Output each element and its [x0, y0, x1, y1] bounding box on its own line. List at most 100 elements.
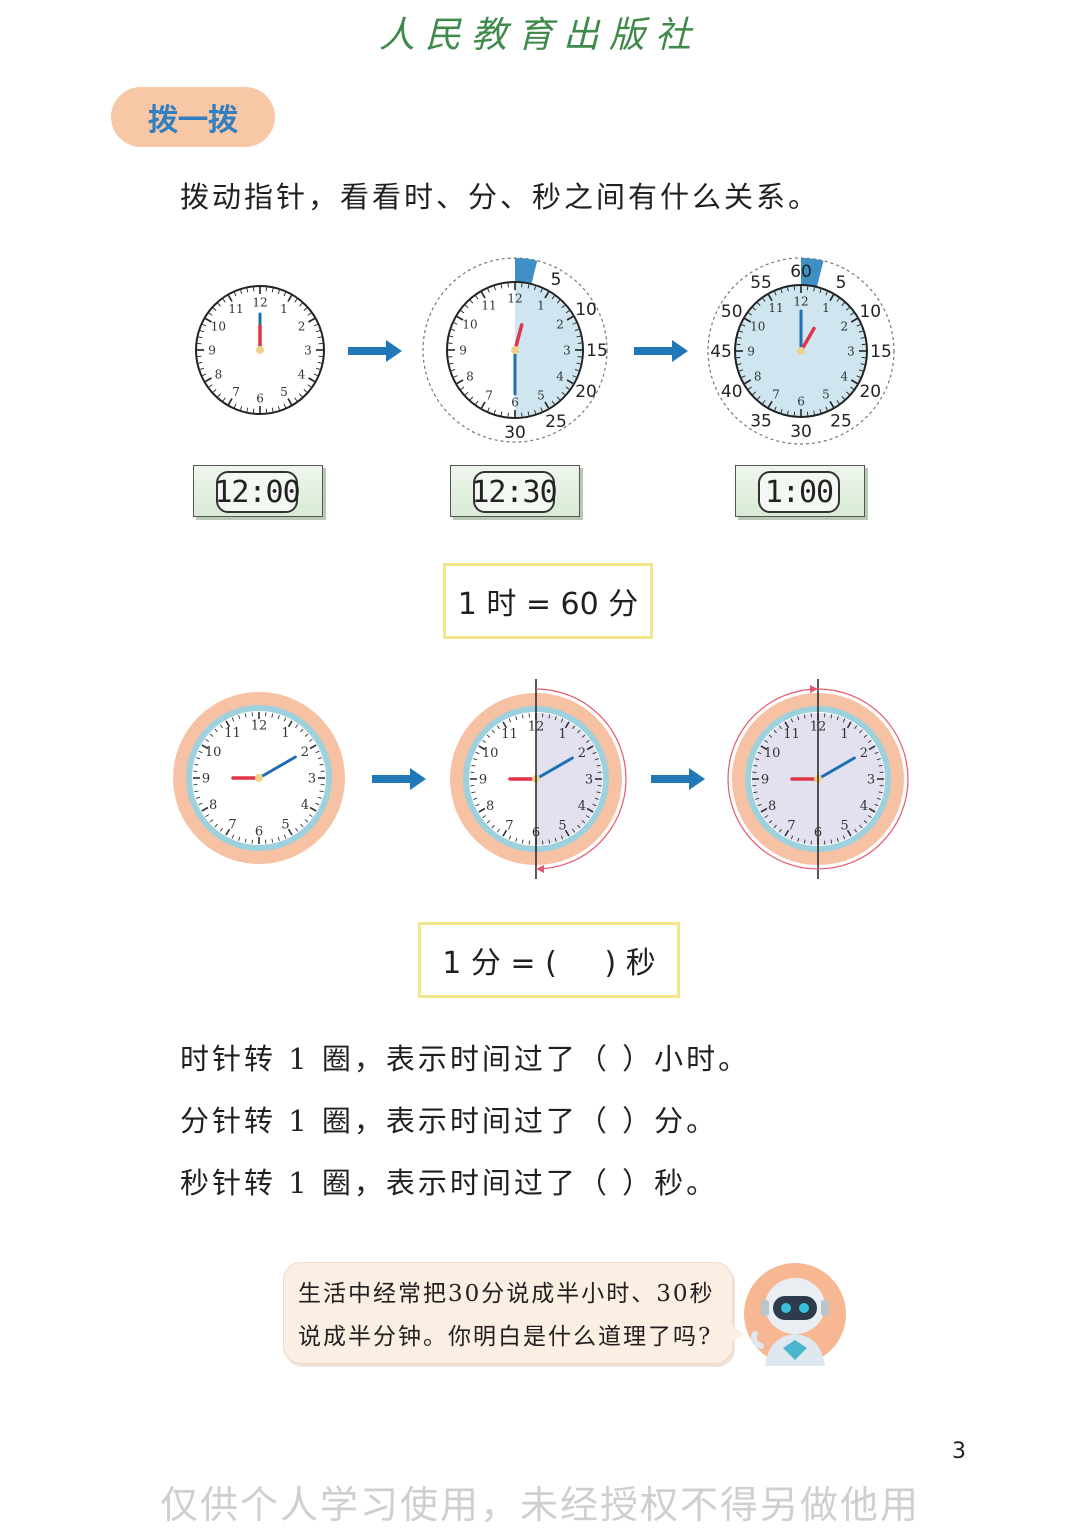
clock-number: 5 — [280, 385, 288, 399]
minute-label: 10 — [575, 300, 597, 320]
clock-number: 7 — [772, 388, 780, 402]
center-pin — [255, 774, 263, 782]
arrow-right-icon — [634, 340, 688, 362]
minute-label: 30 — [790, 422, 812, 442]
clock-number: 2 — [860, 746, 868, 761]
clock-number: 7 — [485, 388, 493, 402]
formula-minute-second: 1 分 = ( ) 秒 — [418, 922, 680, 998]
clock-number: 7 — [787, 819, 795, 834]
clock-number: 12 — [252, 295, 267, 309]
arrow-right-icon — [651, 768, 705, 790]
center-pin — [511, 346, 519, 354]
clock-number: 11 — [224, 726, 241, 741]
clock-number: 8 — [215, 367, 223, 381]
clock-number: 2 — [840, 319, 848, 333]
clock-number: 8 — [466, 369, 474, 383]
arrowhead-icon — [810, 685, 818, 693]
clock-number: 6 — [256, 391, 264, 405]
minute-label: 15 — [586, 341, 608, 361]
clock-number: 2 — [298, 319, 306, 333]
minute-label: 20 — [575, 382, 597, 402]
formula-hour-minute: 1 时 = 60 分 — [443, 563, 653, 639]
clock-number: 2 — [556, 317, 564, 331]
digital-clock: 12:30 — [450, 465, 580, 517]
clock-number: 1 — [281, 726, 289, 741]
robot-avatar-icon — [743, 1262, 847, 1366]
publisher-logo: 人民教育出版社 — [0, 6, 1080, 58]
clock-number: 9 — [747, 344, 755, 358]
clock-number: 11 — [228, 302, 243, 316]
center-pin — [797, 347, 805, 355]
clock-number: 9 — [208, 343, 216, 357]
elapsed-shade — [515, 283, 582, 417]
minute-label: 30 — [504, 423, 526, 443]
minute-label: 45 — [710, 342, 732, 362]
clock-number: 10 — [205, 745, 222, 760]
minute-label: 25 — [545, 412, 567, 432]
speech-line-2: 说成半分钟。你明白是什么道理了吗? — [298, 1316, 728, 1359]
speech-bubble-tail — [724, 1320, 744, 1348]
clock-number: 6 — [797, 394, 805, 408]
clock-number: 5 — [537, 388, 545, 402]
clock-number: 5 — [822, 388, 830, 402]
section-title: 拨一拨 — [111, 87, 275, 147]
clock-number: 8 — [754, 369, 762, 383]
clock-number: 3 — [563, 343, 571, 357]
minute-label: 35 — [750, 411, 772, 431]
clock-number: 4 — [578, 799, 586, 814]
clock-number: 3 — [867, 773, 875, 788]
clock-number: 4 — [301, 798, 309, 813]
minute-label: 50 — [721, 302, 743, 322]
clock-number: 1 — [558, 727, 566, 742]
question-second-hand: 秒针转 1 圈，表示时间过了（ ）秒。 — [180, 1160, 718, 1202]
center-pin — [256, 346, 264, 354]
clock-number: 3 — [847, 344, 855, 358]
clock-number: 8 — [768, 799, 776, 814]
clock-number: 11 — [481, 298, 496, 312]
clock-number: 4 — [298, 367, 306, 381]
clock-number: 11 — [783, 727, 800, 742]
clock-number: 7 — [505, 819, 513, 834]
minute-label: 15 — [870, 342, 892, 362]
minute-label: 5 — [836, 273, 847, 293]
clock-number: 5 — [558, 819, 566, 834]
clock-number: 1 — [280, 302, 288, 316]
minute-label: 40 — [721, 382, 743, 402]
digital-clock: 12:00 — [193, 465, 323, 517]
clock-number: 2 — [578, 746, 586, 761]
speech-line-1: 生活中经常把30分说成半小时、30秒 — [298, 1273, 728, 1316]
arrowhead-icon — [536, 865, 544, 873]
clock-number: 7 — [232, 385, 240, 399]
clock-number: 2 — [301, 745, 309, 760]
clock-number: 9 — [202, 772, 210, 787]
digital-time: 12:00 — [216, 471, 298, 513]
clock-number: 5 — [281, 818, 289, 833]
minute-label: 55 — [750, 273, 772, 293]
question-hour-hand: 时针转 1 圈，表示时间过了（ ）小时。 — [180, 1036, 750, 1078]
digital-time: 1:00 — [758, 471, 840, 513]
clock-number: 3 — [585, 773, 593, 788]
clock-number: 6 — [511, 395, 519, 409]
speech-bubble: 生活中经常把30分说成半小时、30秒 说成半分钟。你明白是什么道理了吗? — [283, 1262, 733, 1364]
clock-number: 8 — [209, 798, 217, 813]
clock-number: 1 — [822, 301, 830, 315]
clock-number: 11 — [768, 301, 783, 315]
clock-number: 12 — [507, 291, 522, 305]
digital-clock: 1:00 — [735, 465, 865, 517]
minute-label: 60 — [790, 262, 812, 282]
watermark: 仅供个人学习使用，未经授权不得另做他用 — [0, 1474, 1080, 1529]
digital-time: 12:30 — [473, 471, 555, 513]
clock-number: 11 — [501, 727, 518, 742]
clock-number: 4 — [840, 369, 848, 383]
clock-number: 3 — [308, 772, 316, 787]
minute-label: 10 — [859, 302, 881, 322]
minute-label: 5 — [551, 270, 562, 290]
clock-number: 8 — [486, 799, 494, 814]
arrow-right-icon — [348, 340, 402, 362]
clock-number: 10 — [211, 319, 226, 333]
